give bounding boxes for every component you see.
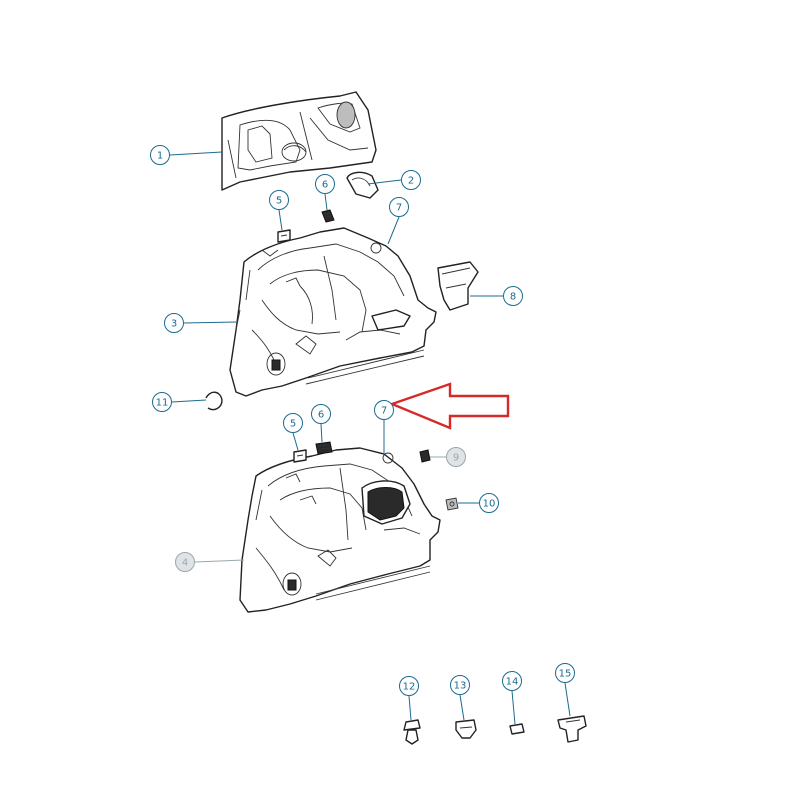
callout-number: 4 [182,558,188,569]
callout-number: 12 [403,682,416,693]
callout-number: 3 [171,319,177,330]
callout-leader-line [194,559,245,563]
callout-number: 10 [483,499,496,510]
part-8-storage-pocket [437,261,479,311]
callout-5: 5 [269,190,289,231]
part-6-fastener-upper [321,209,335,223]
part-6-fastener-lower [315,441,333,455]
part-11-clip [205,391,223,411]
callout-number: 7 [381,406,387,417]
callout-leader-line [171,399,207,403]
callout-circle [150,145,170,165]
callout-leader-line [278,209,283,231]
callout-9: 9 [430,447,466,467]
callout-circle [502,671,522,691]
callout-12: 12 [399,676,419,721]
callout-7: 7 [387,197,409,245]
callout-5: 5 [283,413,303,451]
callout-4: 4 [175,552,245,572]
callout-circle [152,392,172,412]
callout-leader-line [564,682,571,717]
callout-leader-line [324,193,328,211]
callout-10: 10 [458,493,499,513]
callout-circle [175,552,195,572]
callout-11: 11 [152,392,207,412]
callout-circle [389,197,409,217]
callout-circle [399,676,419,696]
callout-leader-line [292,432,299,451]
callout-2: 2 [367,170,421,190]
callout-number: 11 [156,398,169,409]
callout-number: 1 [157,151,163,162]
callout-number: 14 [506,677,519,688]
part-4-quarter-trim-panel-alt [239,447,441,613]
part-1-upper-trim-panel [221,91,377,191]
callout-7: 7 [374,400,394,454]
callout-circle [315,174,335,194]
callout-circle [164,313,184,333]
callout-number: 9 [453,453,459,464]
arrow-left-outline-icon [388,382,510,430]
part-15-fastener [557,715,587,743]
part-9-nut [419,449,431,463]
callout-6: 6 [311,404,331,443]
callout-number: 8 [510,292,516,303]
callout-circle [374,400,394,420]
callout-6: 6 [315,174,335,211]
part-5-clip-upper [277,229,291,243]
part-3-quarter-trim-panel [229,227,437,397]
callout-circle [401,170,421,190]
callout-circle [479,493,499,513]
callout-circle [555,663,575,683]
callout-number: 5 [290,419,296,430]
callout-leader-line [459,694,465,721]
callout-circle [269,190,289,210]
callout-leader-line [183,321,237,324]
callout-number: 6 [322,180,328,191]
callout-number: 15 [559,669,572,680]
callout-8: 8 [470,286,523,306]
callout-leader-line [320,423,323,443]
callout-circle [311,404,331,424]
callout-number: 6 [318,410,324,421]
callout-leader-line [169,151,223,156]
part-2-grab-handle [346,171,379,199]
callout-1: 1 [150,145,223,165]
part-12-push-pin [403,719,421,745]
callout-14: 14 [502,671,522,725]
part-13-clip [455,719,477,739]
callout-circle [503,286,523,306]
callout-15: 15 [555,663,575,717]
callout-circle [446,447,466,467]
callout-number: 2 [408,176,414,187]
callout-leader-line [511,690,516,725]
part-10-nut [445,497,459,511]
callout-circle [450,675,470,695]
callout-number: 5 [276,196,282,207]
part-14-retainer [509,723,525,735]
callout-number: 7 [396,203,402,214]
callout-leader-line [387,216,400,245]
callout-leader-line [367,179,402,185]
callout-13: 13 [450,675,470,721]
part-5-clip-lower [293,449,307,463]
callout-3: 3 [164,313,237,333]
callout-number: 13 [454,681,467,692]
callout-circle [283,413,303,433]
callout-leader-line [408,695,412,721]
